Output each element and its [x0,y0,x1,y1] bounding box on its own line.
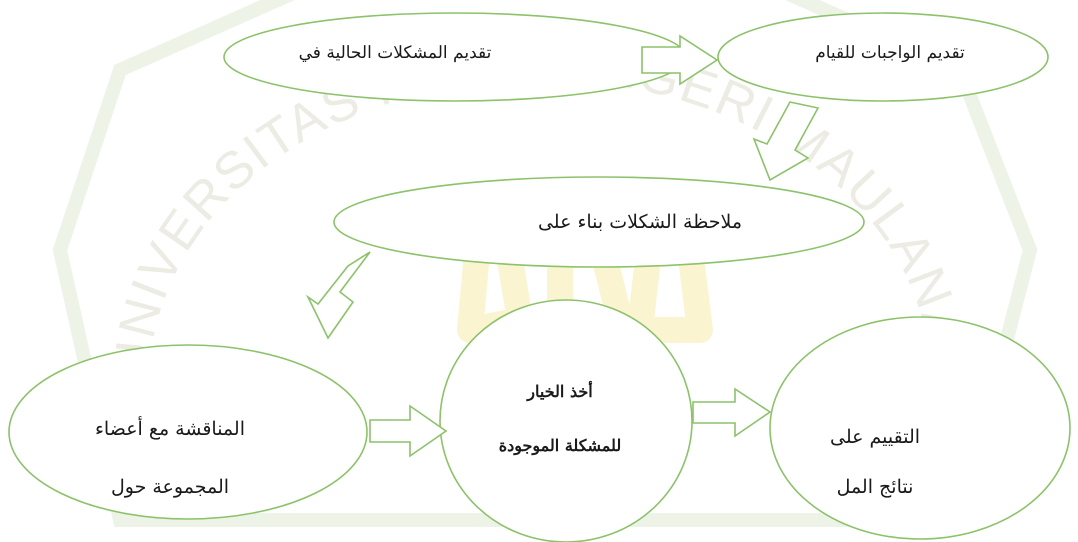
node-choice-line1: أخذ الخيار [527,382,593,401]
node-evaluation-ellipse [769,316,1071,540]
node-present-problems-label: تقديم المشكلات الحالية في [298,43,492,63]
arrow-tasks-to-observe [752,101,820,182]
arrow-observe-to-discussion [305,251,371,340]
node-discussion-line2: المجموعة حول [110,476,230,498]
node-evaluation-line1: التقييم على [829,426,921,448]
arrow-choice-to-discussion [369,404,448,458]
node-present-tasks-ellipse [717,12,1049,102]
node-observe-ellipse [333,176,865,268]
node-evaluation-label: التقييم على نتائج المل [800,412,950,512]
arrow-problems-to-tasks [641,34,719,86]
node-discussion-label: المناقشة مع أعضاء المجموعة حول [60,400,280,516]
arrow-choice-to-evaluation [692,387,772,438]
node-present-tasks-label: تقديم الواجبات للقيام [815,43,965,63]
node-observe-label: ملاحظة الشكلات بناء على [537,211,743,233]
node-choice-label: أخذ الخيار للمشكلة الموجودة [440,365,680,473]
node-evaluation-line2: نتائج المل [836,476,914,498]
node-discussion-line1: المناقشة مع أعضاء [95,418,245,440]
node-discussion-ellipse [8,344,368,520]
node-choice-line2: للمشكلة الموجودة [498,436,622,455]
node-choice-ellipse [439,299,693,542]
